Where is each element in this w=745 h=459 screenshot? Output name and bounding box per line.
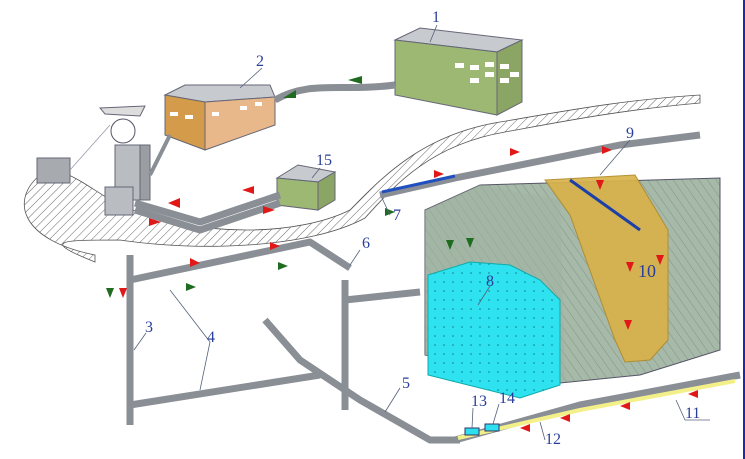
exhaust-arrow xyxy=(119,288,127,298)
exhaust-arrow xyxy=(168,198,180,208)
exhaust-arrow xyxy=(688,390,698,398)
fresh-air-arrow xyxy=(446,240,454,250)
fresh-air-arrow xyxy=(278,262,288,270)
exhaust-arrow xyxy=(602,146,612,154)
exhaust-arrow xyxy=(626,262,634,272)
exhaust-arrow xyxy=(624,320,632,330)
exhaust-arrow xyxy=(620,402,630,410)
label-4: 4 xyxy=(207,329,215,346)
label-11: 11 xyxy=(685,405,700,422)
callout-labels: 1 2 15 9 10 8 7 6 3 4 5 11 12 13 14 xyxy=(133,9,710,448)
label-5: 5 xyxy=(402,375,410,392)
label-13: 13 xyxy=(471,393,487,410)
chamber-13 xyxy=(464,427,480,436)
airflow-arrows xyxy=(106,76,698,432)
ore-pipe xyxy=(569,178,641,232)
label-3: 3 xyxy=(145,319,153,336)
fresh-air-arrow xyxy=(186,283,196,291)
upper-drift xyxy=(379,131,701,199)
pipe-7 xyxy=(381,174,456,194)
label-8: 8 xyxy=(486,273,494,290)
label-6: 6 xyxy=(362,235,370,252)
label-14: 14 xyxy=(499,390,515,407)
building-1 xyxy=(393,27,524,116)
label-9: 9 xyxy=(626,125,634,142)
label-2: 2 xyxy=(256,53,264,70)
exhaust-arrow xyxy=(510,148,520,156)
headframe xyxy=(36,105,172,216)
exhaust-arrow xyxy=(520,424,530,432)
building-2 xyxy=(163,84,276,151)
fresh-air-arrow xyxy=(348,76,362,84)
building-15 xyxy=(275,164,337,211)
label-1: 1 xyxy=(432,9,440,26)
fresh-air-arrow xyxy=(106,288,114,298)
drift-6 xyxy=(344,288,421,304)
label-15: 15 xyxy=(316,152,332,169)
ground-surface-line xyxy=(23,94,701,263)
exhaust-arrow xyxy=(560,414,570,422)
exhaust-arrow xyxy=(190,258,200,267)
fresh-air-arrow xyxy=(466,238,474,248)
flooded-zone-8 xyxy=(427,261,561,399)
exhaust-arrow xyxy=(263,206,275,214)
chamber-14 xyxy=(484,423,500,432)
exhaust-arrow xyxy=(434,170,444,178)
air-duct-15-return xyxy=(133,199,282,234)
label-10: 10 xyxy=(638,261,656,281)
drift-4-lower xyxy=(129,371,321,409)
exhaust-arrow xyxy=(656,255,664,265)
label-12: 12 xyxy=(545,431,561,448)
label-7: 7 xyxy=(393,207,401,224)
ore-body-10 xyxy=(544,174,669,363)
exhaust-arrow xyxy=(596,180,604,190)
exhaust-arrow xyxy=(149,218,161,226)
air-duct-15 xyxy=(134,191,282,226)
exhaust-arrow xyxy=(242,186,254,194)
exhaust-arrow xyxy=(270,242,280,250)
fresh-air-arrow xyxy=(283,90,296,98)
air-duct-1-to-2 xyxy=(273,81,396,104)
drift-4-upper xyxy=(129,238,352,284)
drift-5 xyxy=(262,317,460,444)
